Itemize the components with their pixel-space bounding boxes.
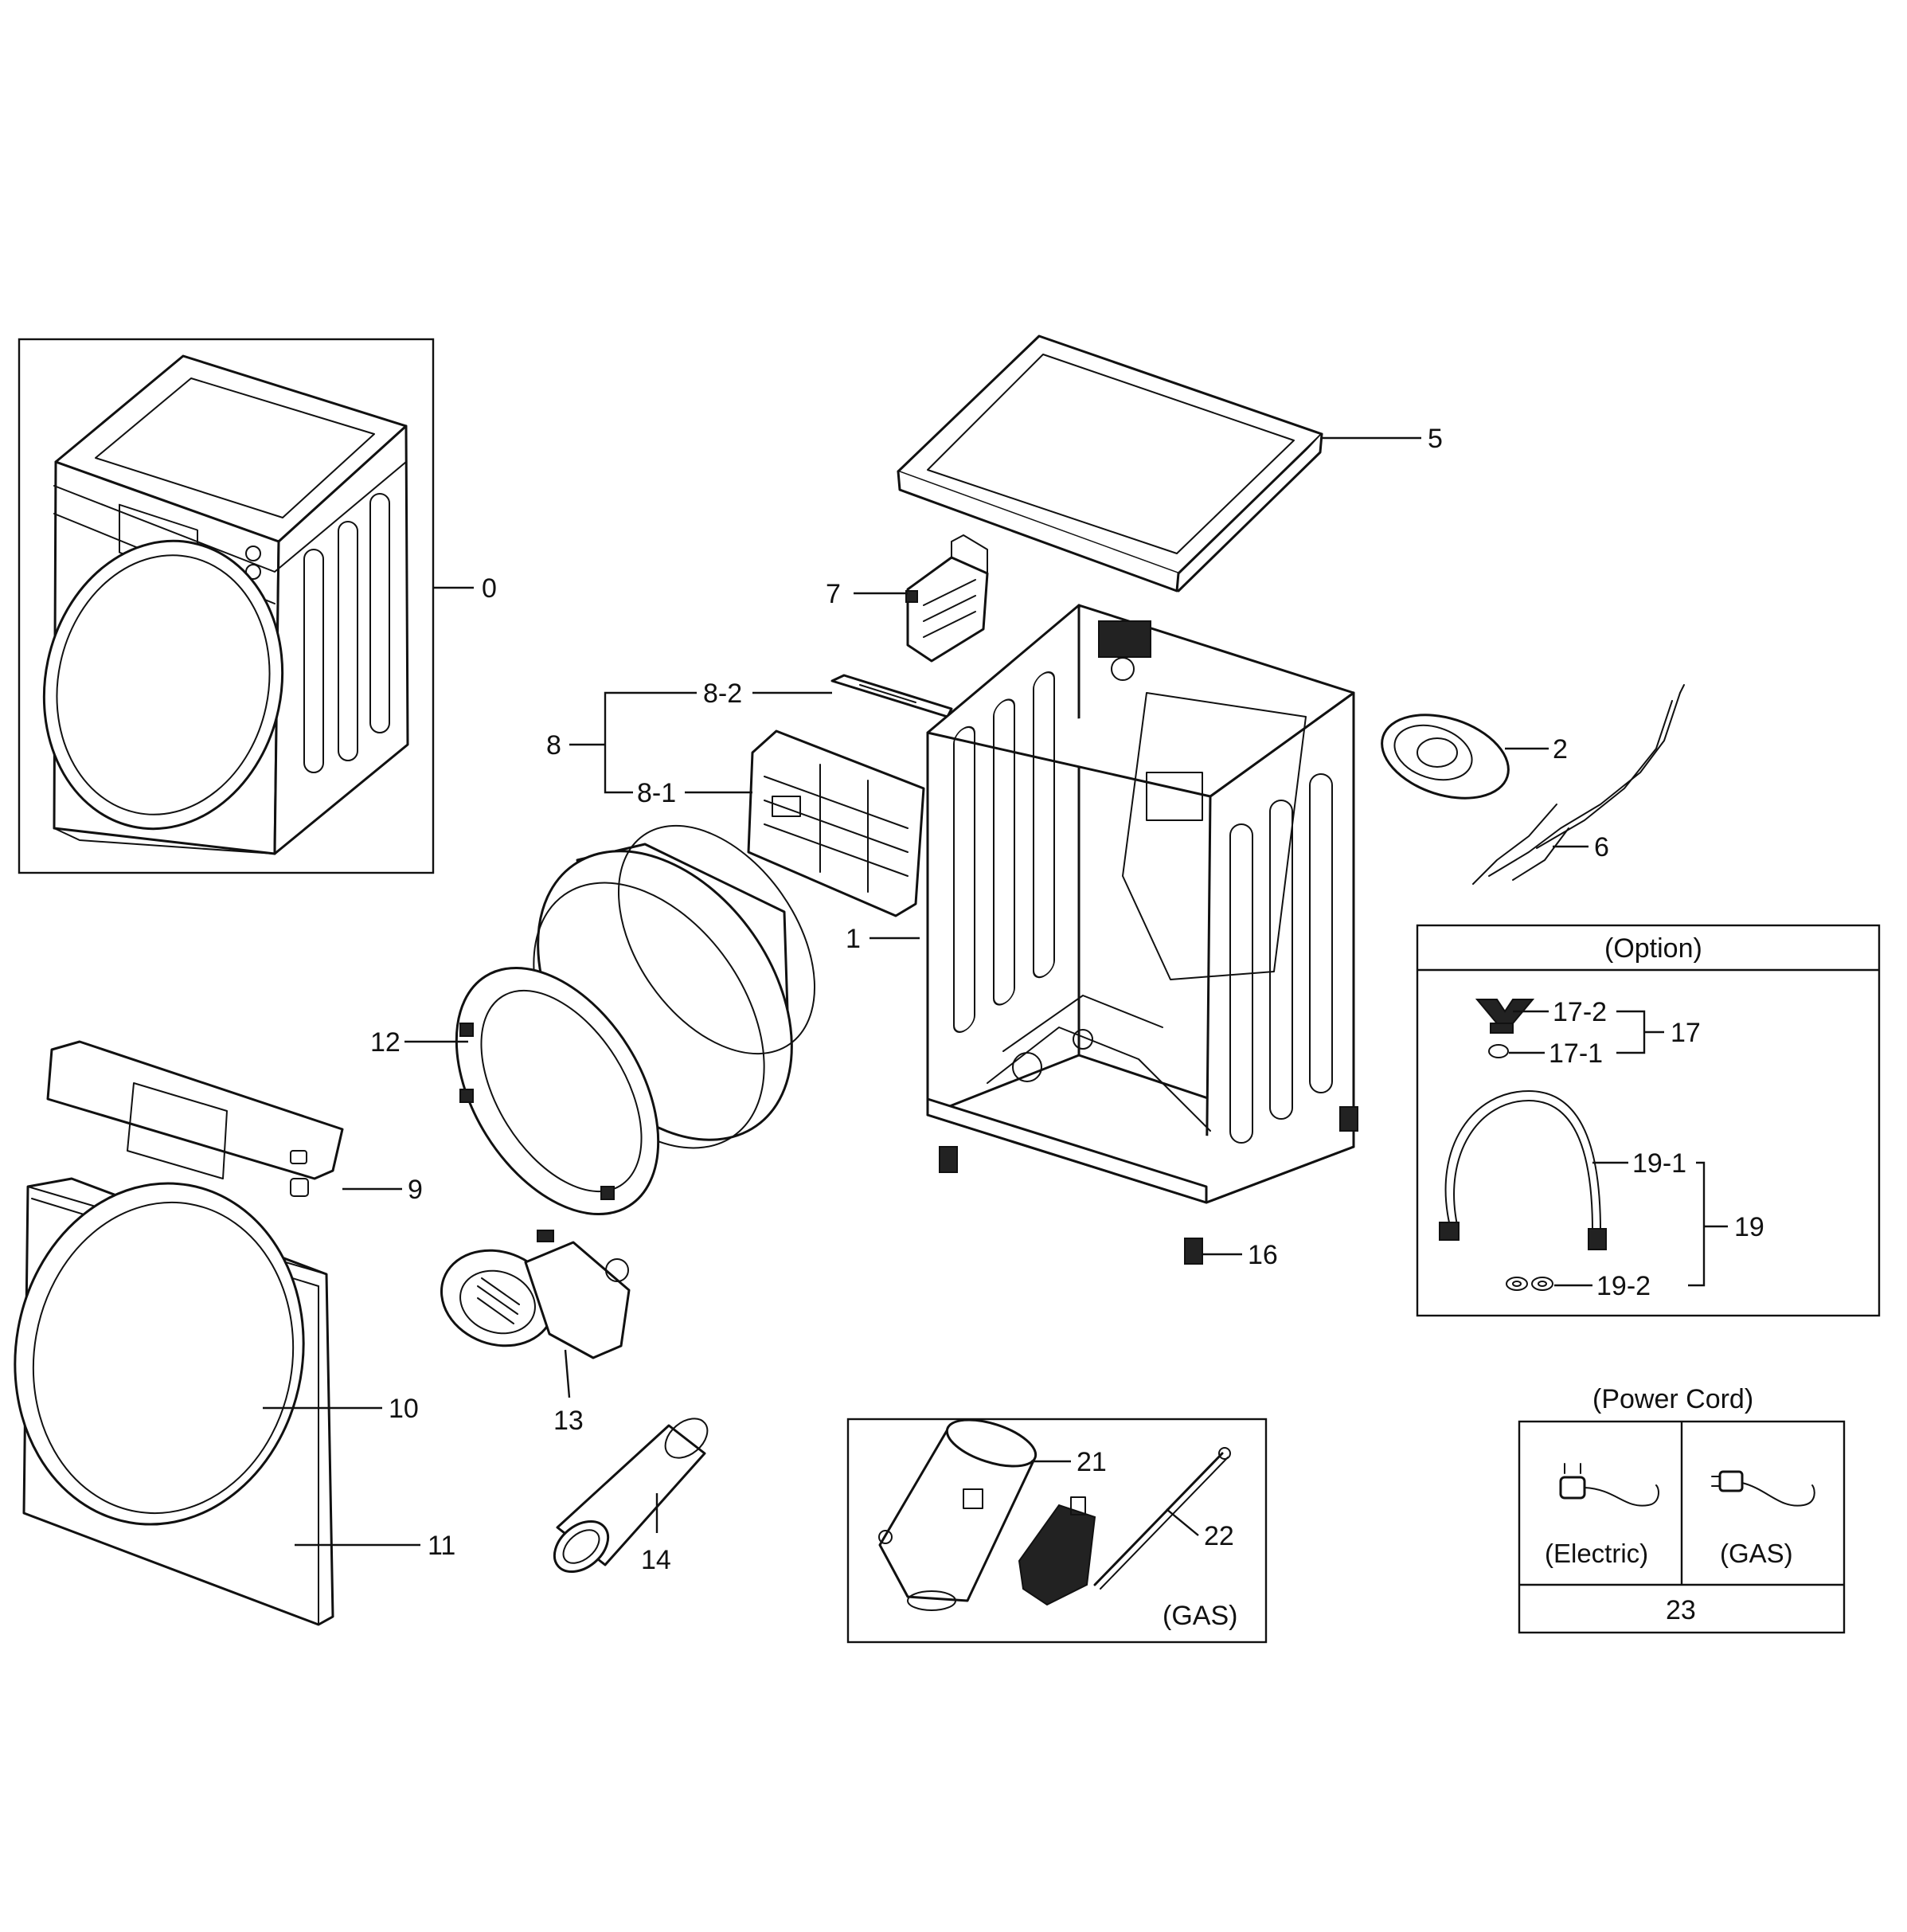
gas-box: 21 22 (GAS)	[846, 1418, 1268, 1644]
part-17-2-y-connector	[1475, 999, 1535, 1034]
part-8-2-rail	[830, 674, 953, 718]
electric-power-cord	[1559, 1463, 1659, 1507]
label-19: 19	[1734, 1212, 1764, 1242]
power-cord-electric-label: (Electric)	[1545, 1539, 1648, 1568]
power-cord-title: (Power Cord)	[1592, 1384, 1753, 1414]
label-1: 1	[846, 924, 861, 954]
label-13: 13	[553, 1406, 584, 1436]
gas-box-caption: (GAS)	[1163, 1601, 1237, 1631]
part-2-oval-cover	[1381, 714, 1510, 800]
option-box-title: (Option)	[1604, 933, 1702, 964]
leader-13	[564, 1349, 571, 1398]
label-2: 2	[1553, 734, 1568, 765]
part-21-burner-housing	[878, 1418, 1038, 1611]
part-7-bracket	[905, 534, 989, 663]
label-6: 6	[1594, 832, 1609, 862]
part-0-frame	[18, 338, 435, 874]
label-0: 0	[482, 573, 497, 604]
label-23: 23	[1666, 1595, 1696, 1625]
part-13-blower-housing	[440, 1230, 631, 1359]
part-0-assembled-dryer	[18, 338, 435, 874]
part-19-2-washers	[1506, 1277, 1553, 1291]
gas-valve	[1018, 1496, 1096, 1606]
label-21: 21	[1077, 1447, 1107, 1477]
label-8-1: 8-1	[637, 778, 676, 808]
label-8: 8	[546, 730, 561, 761]
label-9: 9	[408, 1175, 423, 1205]
bracket-8	[604, 691, 697, 794]
part-1-cabinet	[926, 604, 1355, 1204]
gas-power-cord	[1711, 1470, 1815, 1507]
label-16: 16	[1248, 1240, 1278, 1270]
part-14-duct	[553, 1418, 709, 1574]
power-cord-box: (Power Cord) (Electric) (GAS) 23	[1518, 1384, 1846, 1634]
label-17: 17	[1671, 1018, 1701, 1048]
gas-box-frame	[846, 1418, 1268, 1644]
part-19-1-hose	[1439, 1090, 1607, 1250]
part-16-leveling-feet	[1184, 1106, 1358, 1265]
label-19-2: 19-2	[1596, 1271, 1651, 1301]
label-11: 11	[428, 1531, 455, 1561]
part-12-drum	[455, 824, 816, 1216]
power-cord-gas-label: (GAS)	[1720, 1539, 1793, 1568]
part-22-tube	[1093, 1447, 1231, 1590]
part-9-control-panel	[46, 1040, 344, 1197]
option-box: (Option) 17-2 17-1 17 19-1	[1416, 924, 1881, 1317]
label-12: 12	[370, 1027, 401, 1058]
part-6-wire-harness	[1472, 684, 1685, 885]
label-7: 7	[826, 579, 841, 609]
label-8-2: 8-2	[703, 679, 742, 709]
part-8-1-panel	[747, 729, 925, 917]
label-17-2: 17-2	[1553, 997, 1607, 1027]
part-17-1-washer	[1488, 1044, 1509, 1058]
label-5: 5	[1428, 424, 1443, 454]
label-14: 14	[641, 1545, 671, 1575]
label-17-1: 17-1	[1549, 1038, 1603, 1069]
label-10: 10	[389, 1394, 419, 1424]
part-5-top-cover	[897, 334, 1323, 593]
part-10-door	[14, 1182, 305, 1526]
label-19-1: 19-1	[1632, 1148, 1686, 1179]
label-22: 22	[1204, 1521, 1234, 1551]
option-box-frame	[1416, 924, 1881, 1317]
